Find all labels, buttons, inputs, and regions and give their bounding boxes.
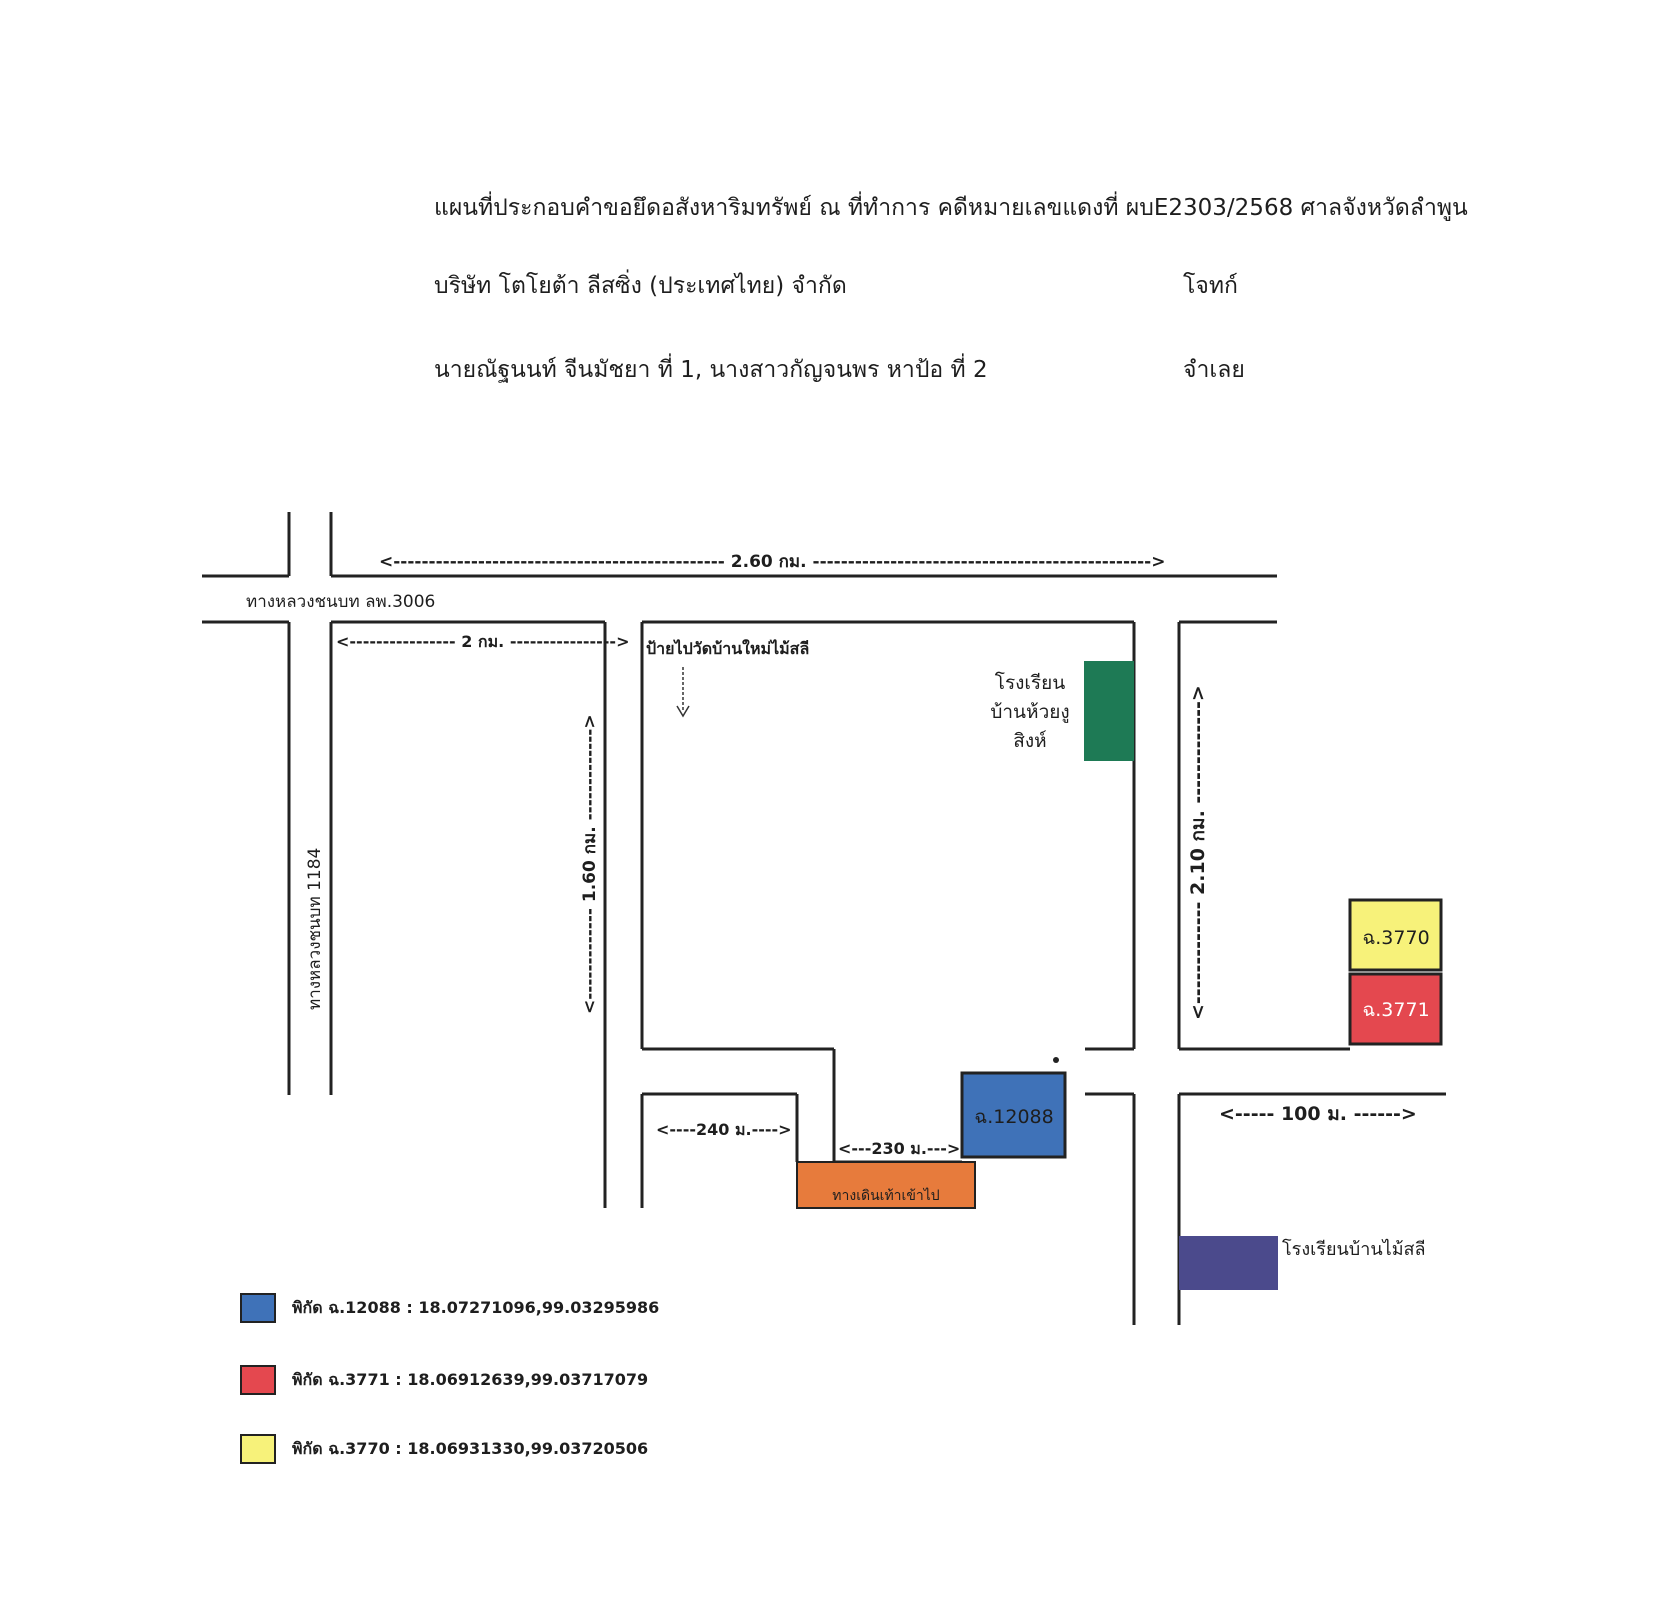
school-mai-sali-block [1179,1236,1278,1290]
road-3006-label: ทางหลวงชนบท ลพ.3006 [246,592,435,612]
school-mai-sali-label: โรงเรียนบ้านไม้สลี [1282,1238,1426,1260]
school-huai-ngu-label-2: บ้านห้วยงู [990,701,1069,723]
school-huai-ngu-sing-block [1084,661,1134,761]
legend-swatch-blue [240,1293,276,1323]
legend-label-3770: พิกัด ฉ.3770 : 18.06931330,99.03720506 [292,1438,649,1458]
plot-3770-label: ฉ.3770 [1362,927,1429,949]
legend-item-3771: พิกัด ฉ.3771 : 18.06912639,99.03717079 [240,1362,648,1398]
plaintiff-role: โจทก์ [1183,273,1238,299]
sign-arrow-head [676,705,690,718]
distance-2-km: <---------------- 2 กม. ----------------… [336,632,629,651]
road-1184-label: ทางหลวงชนบท 1184 [305,848,325,1010]
location-dot [1053,1057,1059,1063]
plot-3771-label: ฉ.3771 [1362,999,1429,1021]
legend-swatch-red [240,1365,276,1395]
school-huai-ngu-label-3: สิงห์ [1013,730,1046,752]
defendant-names: นายณัฐนนท์ จีนมัชยา ที่ 1, นางสาวกัญจนพร… [434,357,988,383]
legend-swatch-yellow [240,1434,276,1464]
school-huai-ngu-label-1: โรงเรียน [995,671,1066,694]
distance-1-60-km: <------------- 1.60 กม. -------------> [580,714,600,1014]
footpath-block [796,1161,976,1209]
plot-3770-block [1348,898,1443,972]
distance-2-10-km: <------------- 2.10 กม. -------------> [1187,685,1209,1020]
distance-100-m: <----- 100 ม. ------> [1219,1103,1417,1125]
sign-label: ป้ายไปวัดบ้านใหม่ไม้สลี [646,639,809,658]
plot-3771-block [1348,972,1443,1046]
legend-item-12088: พิกัด ฉ.12088 : 18.07271096,99.03295986 [240,1290,659,1326]
plot-12088-block [960,1071,1067,1159]
plaintiff-name: บริษัท โตโยต้า ลีสซิ่ง (ประเทศไทย) จำกัด [434,273,847,299]
distance-2-60-km: <---------------------------------------… [379,552,1165,572]
defendant-role: จำเลย [1183,357,1245,383]
document-header: แผนที่ประกอบคำขอยึดอสังหาริมทรัพย์ ณ ที่… [0,0,1656,440]
distance-230-m: <---230 ม.---> [838,1139,960,1158]
legend-label-3771: พิกัด ฉ.3771 : 18.06912639,99.03717079 [292,1369,649,1389]
distance-240-m: <----240 ม.----> [656,1120,792,1139]
plot-12088-label: ฉ.12088 [974,1106,1053,1128]
legend-item-3770: พิกัด ฉ.3770 : 18.06931330,99.03720506 [240,1431,648,1467]
footpath-label: ทางเดินเท้าเข้าไป [832,1187,940,1204]
map-title: แผนที่ประกอบคำขอยึดอสังหาริมทรัพย์ ณ ที่… [434,195,1468,221]
legend-label-12088: พิกัด ฉ.12088 : 18.07271096,99.03295986 [292,1297,660,1317]
